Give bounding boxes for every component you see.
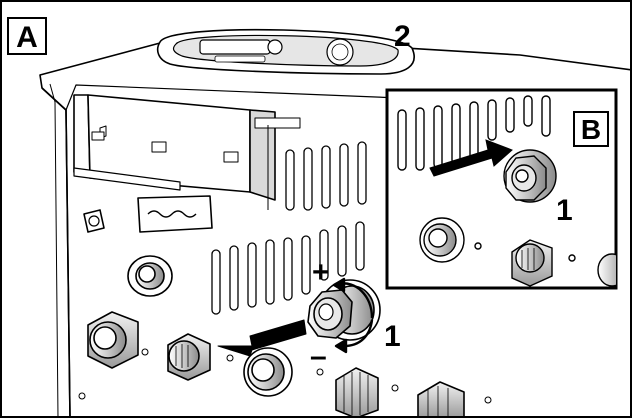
inset-connector-right <box>511 239 553 287</box>
connector-rear-left <box>127 255 173 297</box>
connector-bottom-right <box>335 367 379 416</box>
panel-a-label-box <box>7 17 47 55</box>
panel-b-label-box <box>573 111 609 147</box>
front-vents <box>211 141 367 315</box>
control-panel <box>156 28 415 75</box>
minus-sign: – <box>310 340 327 373</box>
direction-arrow-inset <box>429 139 513 177</box>
callout-control-panel: 2 <box>394 20 411 53</box>
callout-valve-main: 1 <box>384 320 401 353</box>
direction-arrow-main <box>217 319 307 357</box>
panel-a-label: A <box>16 21 38 54</box>
inset-connector-edge <box>597 253 616 287</box>
inset-valve-knob <box>503 149 557 203</box>
label-plate <box>137 195 213 233</box>
connector-front-left <box>87 311 139 369</box>
connector-middle <box>167 333 211 381</box>
panel-b-label: B <box>581 114 601 145</box>
connector-bottom-far-right <box>417 381 465 416</box>
internal-compartment <box>73 94 301 210</box>
inset-connector-left <box>419 217 465 263</box>
connector-bottom-center <box>243 347 293 397</box>
inset-scene <box>397 95 616 287</box>
callout-valve-inset: 1 <box>556 194 573 227</box>
left-screw <box>83 209 105 233</box>
rotation-arrows <box>332 277 374 354</box>
plus-sign: + <box>312 256 330 289</box>
